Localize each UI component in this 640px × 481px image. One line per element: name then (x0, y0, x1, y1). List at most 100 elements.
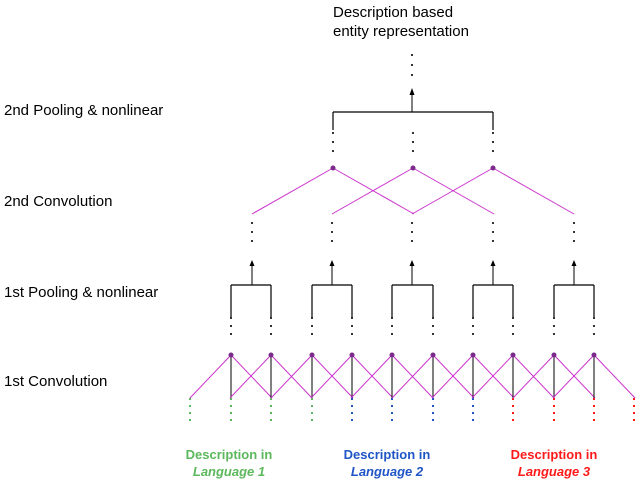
conv1-feature-dots (472, 325, 474, 327)
conv1-connection (189, 354, 232, 399)
input-word-dots (593, 419, 595, 421)
pool1-arrowhead (249, 260, 255, 266)
input-word-dots (270, 419, 272, 421)
input-word-dots (391, 398, 393, 400)
conv1-connection (230, 354, 273, 399)
conv1-feature-dots (512, 333, 514, 335)
input-word-dots (391, 419, 393, 421)
conv2-connection (331, 167, 414, 215)
conv1-feature-dots (351, 333, 353, 335)
conv2-feature-dots (412, 150, 414, 152)
conv1-feature-dots (270, 333, 272, 335)
conv1-connection (432, 354, 475, 399)
conv1-unit (510, 352, 516, 358)
pool1-output-dots (411, 222, 413, 224)
conv1-feature-dots (512, 317, 514, 319)
pool1-output-dots (492, 231, 494, 233)
conv1-feature-dots (230, 317, 232, 319)
pool1-output-dots (331, 222, 333, 224)
language-3-line2: Language 3 (517, 464, 591, 479)
conv1-feature-dots (593, 333, 595, 335)
input-word-dots (633, 405, 635, 407)
conv1-feature-dots (593, 317, 595, 319)
conv1-feature-dots (391, 325, 393, 327)
conv1-connection (471, 354, 514, 399)
conv2-feature-dots (412, 141, 414, 143)
input-word-dots (553, 419, 555, 421)
pool2-arrowhead (409, 88, 415, 95)
conv1-feature-dots (432, 317, 434, 319)
language-2-label: Description in Language 2 (322, 446, 452, 480)
conv1-connection (350, 354, 393, 399)
input-word-dots (391, 405, 393, 407)
output-label-line1: Description based (333, 4, 454, 21)
conv1-feature-dots (391, 333, 393, 335)
conv1-feature-dots (311, 333, 313, 335)
input-word-dots (230, 419, 232, 421)
output-label-line2: entity representation (333, 23, 469, 40)
conv1-feature-dots (311, 317, 313, 319)
conv1-unit (591, 352, 597, 358)
language-3-line1: Description in (510, 447, 598, 462)
input-word-dots (230, 412, 232, 414)
conv1-connection (310, 354, 353, 399)
conv1-connection (553, 354, 596, 399)
conv2-feature-dots (412, 132, 414, 134)
pool1-arrowhead (571, 260, 577, 266)
language-2-line1: Description in (343, 447, 431, 462)
conv1-connection (270, 354, 313, 399)
input-word-dots (512, 419, 514, 421)
pool1-output-dots (331, 231, 333, 233)
input-word-dots (593, 412, 595, 414)
input-word-dots (633, 398, 635, 400)
conv2-connection (251, 167, 334, 215)
conv2-connection (411, 167, 494, 215)
output-representation-dots (411, 74, 413, 76)
conv1-connection (391, 354, 434, 399)
conv2-unit (410, 165, 416, 171)
conv1-feature-dots (593, 325, 595, 327)
pool1-output-dots (492, 222, 494, 224)
input-word-dots (633, 419, 635, 421)
conv1-unit (389, 352, 395, 358)
pool1-output-dots (251, 240, 253, 242)
input-word-dots (270, 405, 272, 407)
input-word-dots (311, 398, 313, 400)
conv1-connection (431, 354, 474, 399)
input-word-dots (351, 412, 353, 414)
conv1-feature-dots (553, 333, 555, 335)
input-word-dots (472, 412, 474, 414)
input-word-dots (189, 412, 191, 414)
language-3-label: Description in Language 3 (489, 446, 619, 480)
pool1-output-dots (251, 231, 253, 233)
conv1-unit (551, 352, 557, 358)
layer-label-pool1: 1st Pooling & nonlinear (4, 284, 159, 301)
layer-label-conv1: 1st Convolution (4, 373, 108, 390)
input-word-dots (311, 405, 313, 407)
conv1-feature-dots (270, 317, 272, 319)
input-word-dots (553, 398, 555, 400)
input-word-dots (189, 405, 191, 407)
pool1-arrowhead (329, 260, 335, 266)
conv1-connection (472, 354, 515, 399)
conv1-unit (349, 352, 355, 358)
input-word-dots (472, 405, 474, 407)
input-word-dots (230, 405, 232, 407)
conv1-connection (512, 354, 555, 399)
conv1-feature-dots (270, 325, 272, 327)
conv1-feature-dots (311, 325, 313, 327)
conv1-feature-dots (512, 325, 514, 327)
pool1-arrowhead (409, 260, 415, 266)
pool1-output-dots (251, 222, 253, 224)
input-word-dots (472, 419, 474, 421)
conv1-unit (268, 352, 274, 358)
layer-label-conv2: 2nd Convolution (4, 193, 113, 210)
input-word-dots (351, 405, 353, 407)
input-word-dots (351, 398, 353, 400)
conv2-unit (490, 165, 496, 171)
input-word-dots (351, 419, 353, 421)
pool1-output-dots (573, 240, 575, 242)
conv1-feature-dots (351, 325, 353, 327)
input-word-dots (230, 398, 232, 400)
